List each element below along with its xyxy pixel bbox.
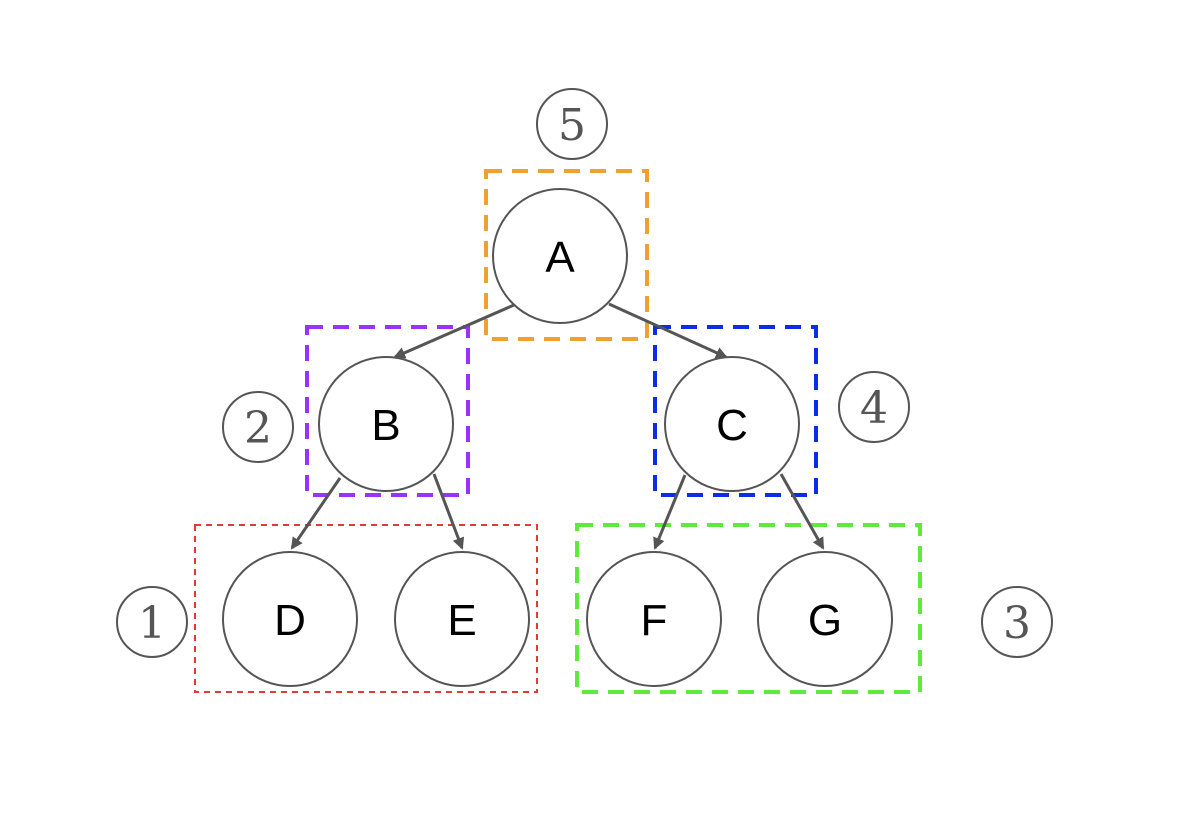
group-box-A <box>484 169 649 341</box>
edges <box>290 302 825 550</box>
order-badge-circle <box>838 371 910 443</box>
edge-A-C <box>608 302 728 359</box>
order-badge-5: 5 <box>536 88 608 160</box>
node-D: D <box>222 551 358 687</box>
order-badge-circle <box>536 88 608 160</box>
node-circle <box>318 356 454 492</box>
node-label: A <box>545 233 575 282</box>
order-badge-circle <box>116 586 188 658</box>
node-label: G <box>808 596 842 645</box>
node-A: A <box>492 188 628 324</box>
order-badge-1: 1 <box>116 586 188 658</box>
order-badge-circle <box>981 586 1053 658</box>
order-badge-4: 4 <box>838 371 910 443</box>
node-B: B <box>318 356 454 492</box>
order-badge-label: 4 <box>860 383 888 434</box>
node-G: G <box>757 551 893 687</box>
node-E: E <box>394 551 530 687</box>
node-label: E <box>447 596 476 645</box>
group-box-B <box>305 325 470 497</box>
node-circle <box>492 188 628 324</box>
order-badge-label: 1 <box>138 598 166 649</box>
node-label: C <box>716 401 748 450</box>
node-F: F <box>586 551 722 687</box>
node-C: C <box>664 356 800 492</box>
edge-A-B <box>393 303 515 359</box>
group-box-FG <box>575 523 922 694</box>
order-badge-3: 3 <box>981 586 1053 658</box>
order-badge-label: 2 <box>244 403 272 454</box>
order-badge-label: 5 <box>558 100 586 151</box>
node-circle <box>586 551 722 687</box>
node-circle <box>757 551 893 687</box>
order-badge-circle <box>222 391 294 463</box>
edge-B-E <box>432 473 465 550</box>
edge-B-D <box>290 477 342 550</box>
edge-C-F <box>653 474 687 550</box>
node-label: D <box>274 596 306 645</box>
group-box-C <box>653 325 818 497</box>
node-label: B <box>371 401 400 450</box>
node-circle <box>664 356 800 492</box>
order-badge-2: 2 <box>222 391 294 463</box>
edge-C-G <box>779 473 825 550</box>
node-circle <box>222 551 358 687</box>
group-box-DE <box>194 524 538 693</box>
order-badge-label: 3 <box>1003 598 1031 649</box>
node-circle <box>394 551 530 687</box>
node-label: F <box>641 596 668 645</box>
